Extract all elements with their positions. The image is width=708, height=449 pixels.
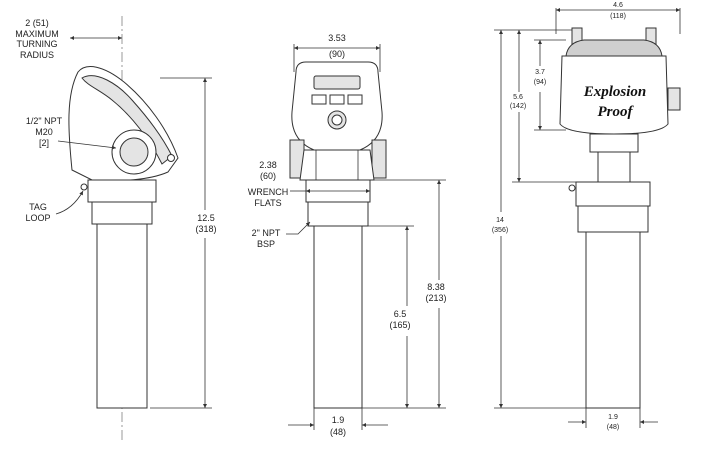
head-height-mm: (142) bbox=[510, 103, 526, 110]
right-thread-collar bbox=[577, 205, 649, 233]
tag-loop-label-2: LOOP bbox=[25, 213, 50, 223]
tag-loop-label-1: TAG bbox=[29, 202, 47, 212]
wrench-flats-label-2: FLATS bbox=[254, 198, 281, 208]
right-side-port bbox=[667, 87, 681, 111]
right-view: 4.6 (118) Explosion Proof 3.7 (94) bbox=[492, 2, 681, 431]
tag-loop-icon bbox=[80, 183, 88, 191]
wrench-flats-label-1: WRENCH bbox=[248, 187, 289, 197]
probe-length-inches: 6.5 bbox=[394, 309, 407, 319]
conduit-label-2: M20 bbox=[35, 127, 53, 137]
mid-width-mm: (90) bbox=[329, 49, 345, 59]
conduit-label-1: 1/2" NPT bbox=[26, 116, 63, 126]
mid-dia-mm: (48) bbox=[330, 427, 346, 437]
right-width-mm: (118) bbox=[610, 13, 626, 20]
turning-radius-label-1: MAXIMUM bbox=[15, 29, 59, 39]
overall-mm: (356) bbox=[492, 227, 508, 234]
mid-width-inches: 3.53 bbox=[328, 33, 346, 43]
conduit-leader bbox=[57, 140, 117, 150]
thread-leader bbox=[286, 221, 311, 235]
tag-loop-leader bbox=[55, 190, 84, 215]
thread-label-2: BSP bbox=[257, 239, 275, 249]
explosion-badge-line1: Explosion bbox=[583, 84, 647, 100]
right-neck-top bbox=[589, 133, 639, 153]
left-probe bbox=[96, 223, 148, 409]
left-hex-nut bbox=[87, 179, 157, 203]
right-probe bbox=[585, 231, 641, 409]
left-thread-collar bbox=[91, 201, 153, 225]
head-height-inches: 5.6 bbox=[513, 94, 523, 101]
left-height-inches: 12.5 bbox=[197, 213, 215, 223]
mid-thread-collar bbox=[307, 201, 369, 227]
thread-label-1: 2" NPT bbox=[252, 228, 281, 238]
right-width-inches: 4.6 bbox=[613, 2, 623, 9]
left-screw-icon bbox=[167, 154, 175, 162]
turning-radius-label-2: TURNING bbox=[17, 39, 58, 49]
mid-dia-inches: 1.9 bbox=[332, 415, 345, 425]
display-button-right bbox=[347, 94, 363, 105]
right-dia-mm: (48) bbox=[607, 424, 619, 431]
conduit-opening-icon bbox=[119, 137, 149, 167]
mid-knob-inner bbox=[331, 114, 343, 126]
wrench-flats-inches: 2.38 bbox=[259, 160, 277, 170]
left-height-mm: (318) bbox=[195, 224, 216, 234]
housing-height-inches: 3.7 bbox=[535, 69, 545, 76]
right-tag-loop-icon bbox=[568, 184, 576, 192]
overall-inches: 14 bbox=[496, 217, 504, 224]
mid-neck bbox=[299, 149, 375, 181]
right-neck bbox=[597, 151, 631, 183]
mid-housing bbox=[291, 61, 383, 151]
display-button-left bbox=[311, 94, 327, 105]
turning-radius-value: 2 (51) bbox=[25, 18, 49, 28]
turning-radius-label-3: RADIUS bbox=[20, 50, 54, 60]
explosion-badge-line2: Proof bbox=[598, 104, 635, 120]
right-hex-nut bbox=[575, 181, 651, 207]
display-button-middle bbox=[329, 94, 345, 105]
middle-view: 3.53 (90) 2.38 (60) WRENCH FLATS 2" NPT … bbox=[248, 33, 447, 437]
conduit-label-3: [2] bbox=[39, 138, 49, 148]
probe-length-mm: (165) bbox=[389, 320, 410, 330]
wrench-flats-mm: (60) bbox=[260, 171, 276, 181]
overall-below-inches: 8.38 bbox=[427, 282, 445, 292]
mid-ear-right bbox=[371, 139, 387, 179]
display-screen bbox=[313, 75, 361, 90]
housing-height-mm: (94) bbox=[534, 79, 546, 86]
mid-probe bbox=[313, 225, 363, 409]
right-cap bbox=[565, 39, 663, 57]
overall-below-mm: (213) bbox=[425, 293, 446, 303]
right-dia-inches: 1.9 bbox=[608, 414, 618, 421]
left-view: 2 (51) MAXIMUM TURNING RADIUS 1/2" NPT M… bbox=[15, 16, 217, 440]
